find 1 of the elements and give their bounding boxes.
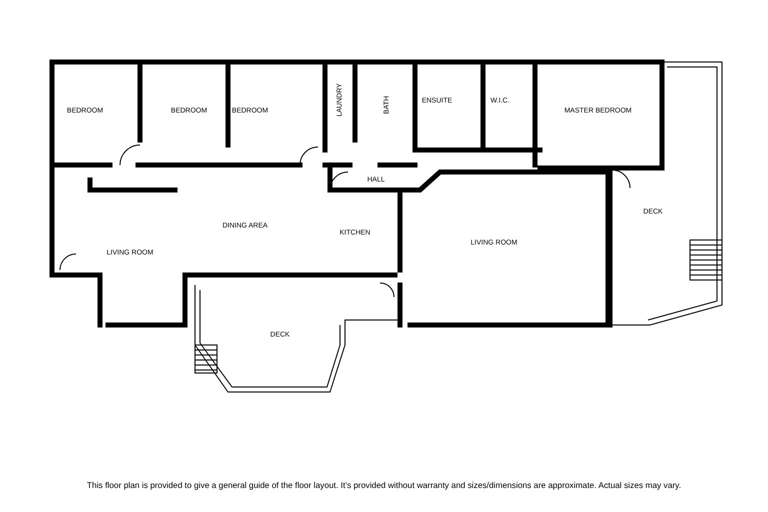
disclaimer-text: This floor plan is provided to give a general guide of the floor layout. It’s provided without warranty and sizes/dimensions are approximate. Actual sizes may vary. bbox=[86, 480, 682, 490]
